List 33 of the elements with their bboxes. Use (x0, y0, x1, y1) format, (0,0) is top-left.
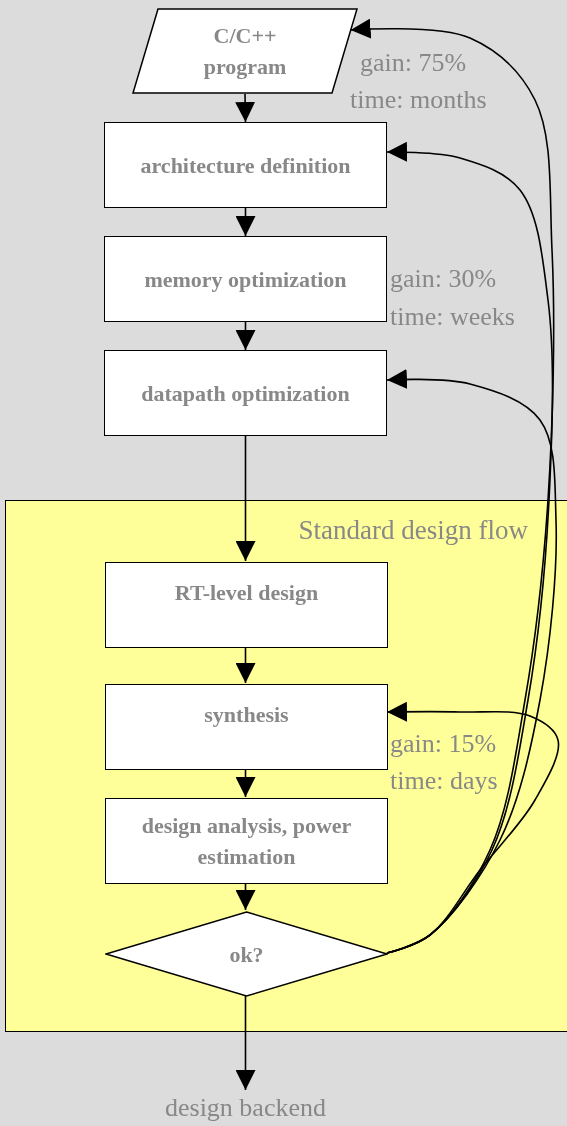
process-box (105, 798, 388, 884)
process-box (104, 236, 387, 322)
arrow (235, 207, 256, 237)
node-label: RT-level design (174, 579, 319, 607)
node-label: synthesis (204, 701, 289, 729)
annotation-text: gain: 30% (390, 264, 497, 294)
panel-title: Standard design flow (298, 515, 528, 546)
process-box (104, 350, 387, 436)
annotation-text: time: weeks (390, 302, 515, 332)
node-label: ok? (229, 940, 264, 969)
node-label: C/C++ program (202, 22, 288, 81)
process-box (105, 684, 388, 770)
annotation-text: gain: 75% (360, 48, 467, 78)
arrow (235, 321, 256, 351)
node-label: design backend (165, 1091, 326, 1123)
node-label: architecture definition (140, 151, 351, 180)
arrow (235, 768, 256, 798)
process-box (104, 122, 387, 208)
design-flow-panel (5, 500, 567, 1032)
arrow (235, 646, 256, 684)
node-label: memory optimization (144, 265, 347, 294)
annotation-text: time: days (390, 766, 498, 796)
arrow (235, 93, 256, 123)
arrow (235, 995, 256, 1091)
arrow (386, 369, 558, 954)
arrow (386, 701, 560, 954)
annotation-text: gain: 15% (390, 729, 497, 759)
arrow (235, 882, 256, 911)
node-label: datapath optimization (141, 379, 350, 408)
node-label: design analysis, power estimation (140, 812, 353, 871)
arrow (235, 435, 256, 562)
annotation-text: time: months (350, 85, 487, 115)
process-box (105, 562, 388, 648)
